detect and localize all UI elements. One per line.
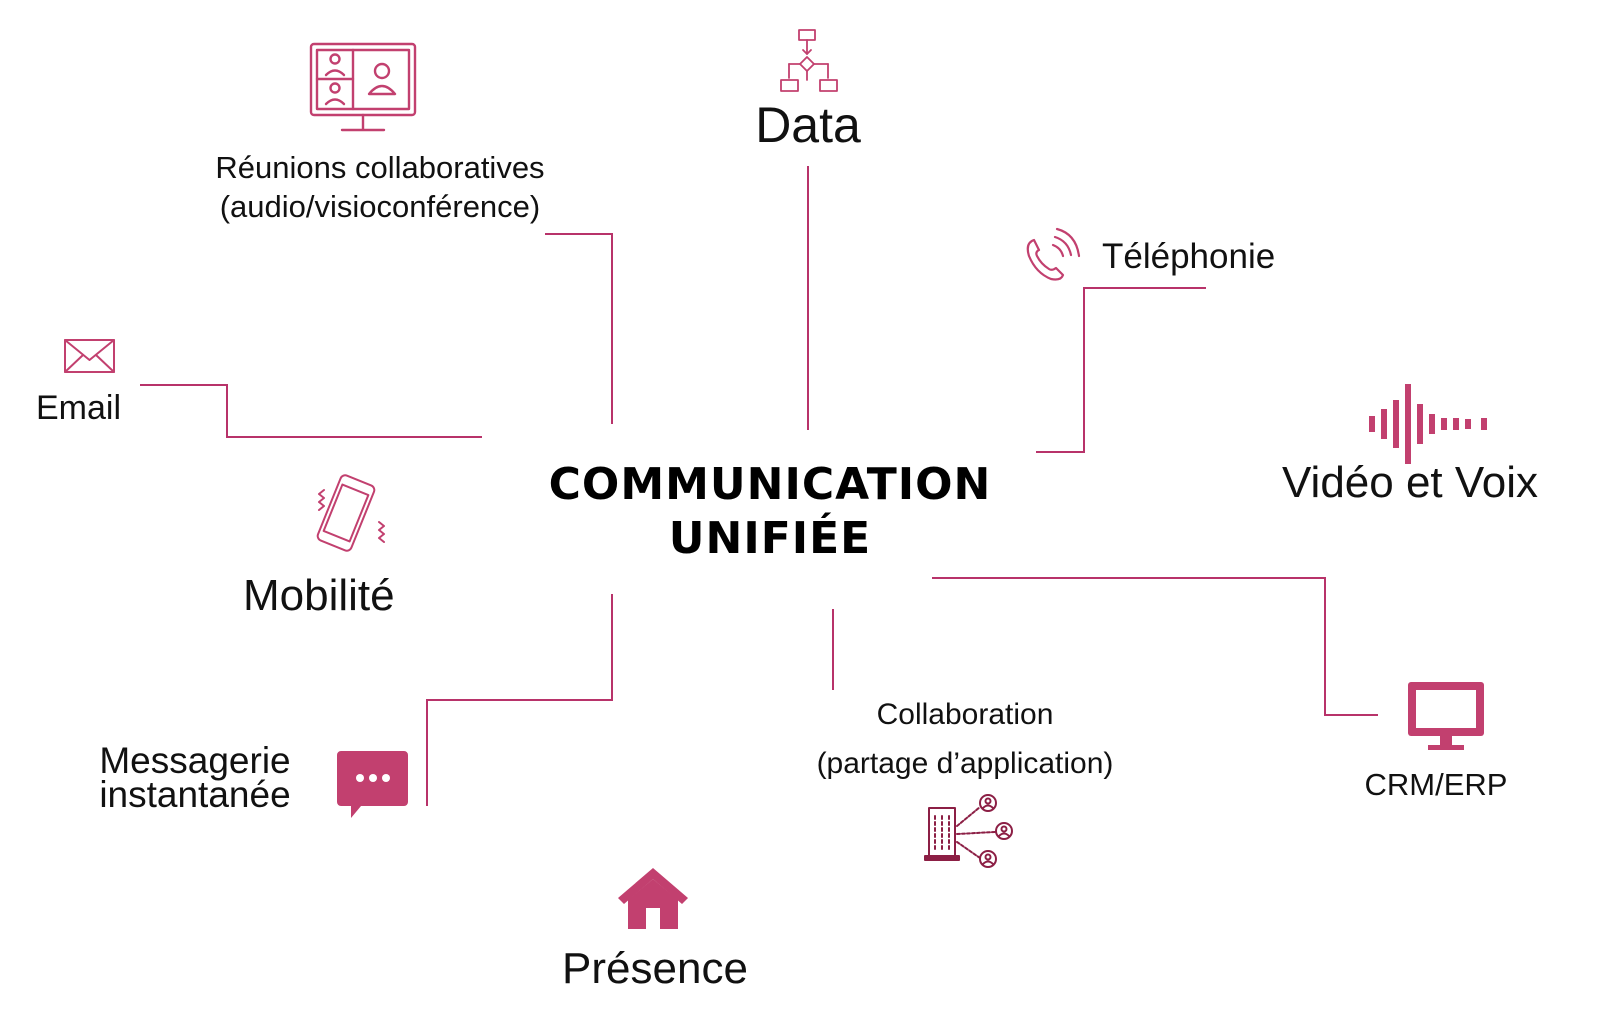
connector-email: [140, 384, 482, 438]
crm-label: CRM/ERP: [1364, 767, 1508, 802]
connector-telephonie: [1036, 287, 1206, 453]
collaboration-label-line2: (partage d’application): [816, 747, 1114, 780]
reunions-label: Réunions collaboratives (audio/visioconf…: [170, 148, 590, 226]
collaboration-label: Collaboration (partage d’application): [765, 690, 1165, 788]
reunions-label-line1: Réunions collaboratives: [215, 150, 545, 185]
connector-crm: [932, 577, 1378, 716]
video-conference-monitor-icon: [309, 42, 417, 132]
telephonie-label: Téléphonie: [1102, 237, 1276, 276]
center-title-line2: UNIFIÉE: [668, 513, 872, 564]
collaboration-label-line1: Collaboration: [876, 698, 1054, 731]
email-label: Email: [36, 389, 122, 427]
phone-ringing-icon: [1026, 227, 1081, 281]
messagerie-label-line2: instantanée: [99, 774, 291, 815]
envelope-icon: [64, 339, 115, 373]
sound-wave-icon: [1369, 384, 1487, 464]
connector-messagerie: [426, 594, 613, 806]
video-voix-label: Vidéo et Voix: [1282, 458, 1539, 507]
data-label: Data: [755, 97, 861, 153]
center-title: COMMUNICATION UNIFIÉE: [520, 458, 1020, 566]
chat-bubble-icon: [337, 751, 408, 818]
messagerie-label: Messagerie instantanée: [60, 740, 330, 815]
monitor-icon: [1408, 682, 1484, 750]
messagerie-label-line1: Messagerie: [99, 740, 291, 781]
house-icon: [618, 868, 688, 929]
vibrating-phone-icon: [316, 474, 385, 552]
flowchart-icon: [780, 29, 838, 92]
reunions-label-line2: (audio/visioconférence): [219, 189, 541, 224]
mobilite-label: Mobilité: [243, 571, 395, 620]
center-title-line1: COMMUNICATION: [548, 459, 992, 510]
presence-label: Présence: [562, 944, 748, 993]
building-network-icon: [924, 794, 1013, 868]
connector-reunions: [545, 233, 613, 424]
